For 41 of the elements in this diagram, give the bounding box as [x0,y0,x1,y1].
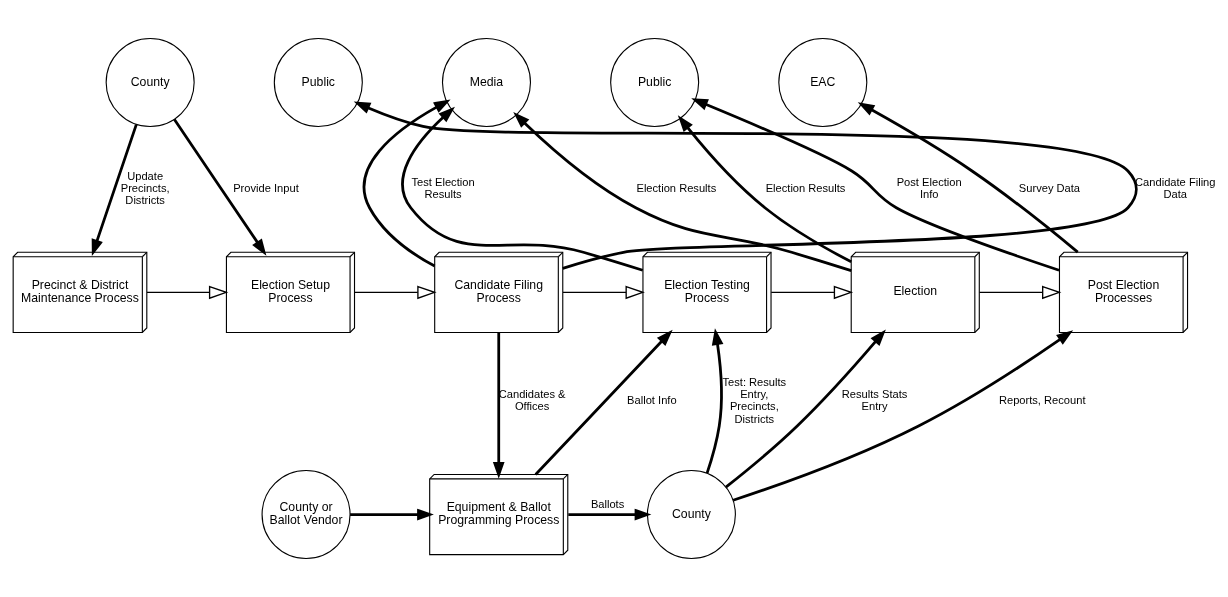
arrow [705,328,724,474]
edge-label: Post Election Info [896,176,962,201]
node-circle: County or Ballot Vendor [261,470,351,560]
node-circle: EAC [778,37,868,127]
edge-label: Update Precincts, Districts [120,169,170,207]
arrow [146,285,229,300]
edge-label: Candidates & Offices [498,388,566,413]
node-circle: County [646,470,736,560]
arrow [732,330,1074,502]
arrow [354,285,437,300]
edge-label: Ballot Info [627,394,677,407]
arrow [534,329,673,476]
arrow [492,332,505,479]
node-circle: County [105,37,195,127]
edge-label: Results Stats Entry [841,388,908,413]
arrow [568,508,652,521]
edge-label: Survey Data [1018,182,1081,195]
edge-label: Reports, Recount [998,394,1086,407]
arrow [173,118,267,256]
arrow [770,285,854,300]
edge-label: Election Results [765,182,846,195]
edge-label: Provide Input [233,182,299,195]
arrow [401,106,644,272]
arrow [353,101,1138,270]
arrow [91,124,138,257]
arrow [857,102,1079,254]
edge-label: Ballots [590,497,625,510]
arrow [978,285,1062,300]
arrow [513,111,852,273]
arrow [677,115,852,263]
edge-label: Candidate Filing Data [1135,176,1216,201]
arrow [725,329,886,489]
arrow [362,99,451,268]
node-circle: Public [273,37,363,127]
edge-label: Test Election Results [411,176,475,201]
node-circle: Public [610,37,700,127]
arrow [350,508,434,521]
edge-label: Test: Results Entry, Precincts, Districts [722,375,787,425]
arrow [691,98,1060,272]
arrow [562,285,645,300]
edge-label: Election Results [636,182,717,195]
